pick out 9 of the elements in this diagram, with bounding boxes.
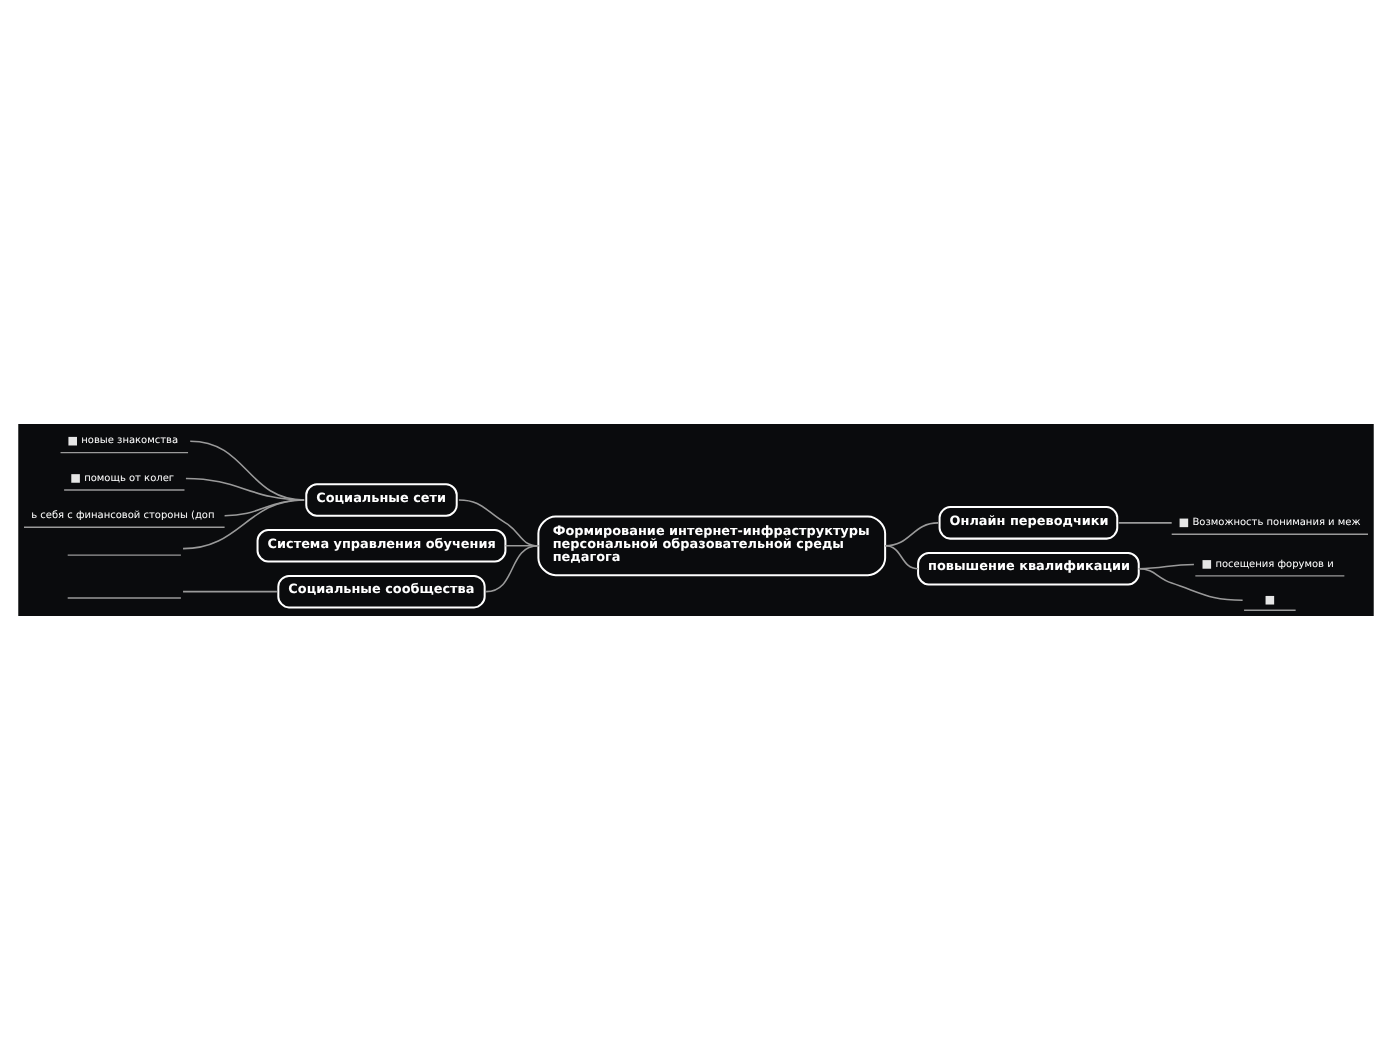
- connector: [182, 590, 278, 593]
- connector: [182, 499, 305, 550]
- connector: [485, 545, 540, 593]
- connector: [1117, 522, 1173, 524]
- connector: [1137, 567, 1244, 602]
- connector: [884, 545, 919, 570]
- node-bar: [67, 597, 182, 599]
- connector: [884, 522, 939, 547]
- node-bar: [67, 554, 182, 556]
